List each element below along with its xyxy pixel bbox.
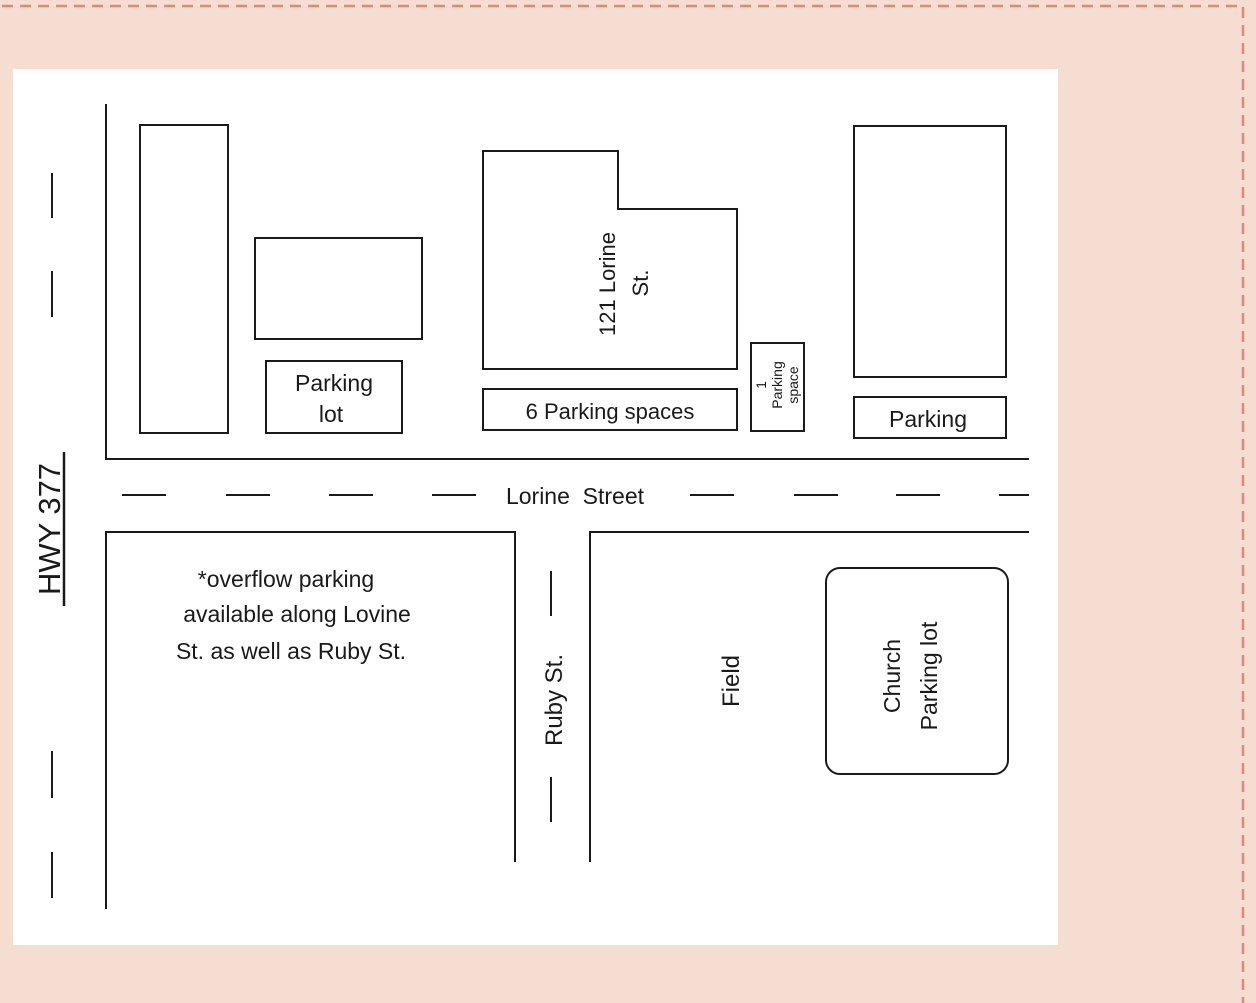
one-parking-space-label-line2: Parking <box>769 361 785 408</box>
six-parking-spaces-label: 6 Parking spaces <box>526 399 695 424</box>
street-label: Lorine Street <box>506 483 645 509</box>
church-parking-lot-box <box>825 567 1009 775</box>
parking-lot-box <box>265 360 403 434</box>
church-parking-lot-label-line2: Parking lot <box>916 621 942 730</box>
building-left-small <box>254 237 423 340</box>
side-street-label: Ruby St. <box>541 654 568 746</box>
one-parking-space-label-line3: space <box>785 366 801 404</box>
overflow-note-line2: available along Lovine <box>183 601 411 627</box>
six-parking-spaces-box <box>482 388 738 431</box>
address-label-line2: St. <box>628 270 653 297</box>
overflow-note-line3: St. as well as Ruby St. <box>176 638 406 664</box>
road-edges <box>105 104 1029 909</box>
building-right <box>853 125 1007 378</box>
address-label-line1: 121 Lorine <box>595 232 620 336</box>
building-121-lorine <box>482 150 738 370</box>
field-label: Field <box>718 655 745 707</box>
building-left-tall <box>139 124 229 434</box>
highway-label: HWY 377 <box>32 463 67 595</box>
parking-lot-label-line1: Parking <box>295 370 373 396</box>
right-parking-label: Parking <box>889 406 967 432</box>
one-parking-space-label-line1: 1 <box>753 381 769 389</box>
overflow-note-line1: *overflow parking <box>198 566 374 592</box>
right-parking-box <box>853 396 1007 439</box>
parking-lot-label-line2: lot <box>319 401 344 427</box>
church-parking-lot-label-line1: Church <box>879 639 905 713</box>
one-parking-space-box <box>750 342 805 432</box>
